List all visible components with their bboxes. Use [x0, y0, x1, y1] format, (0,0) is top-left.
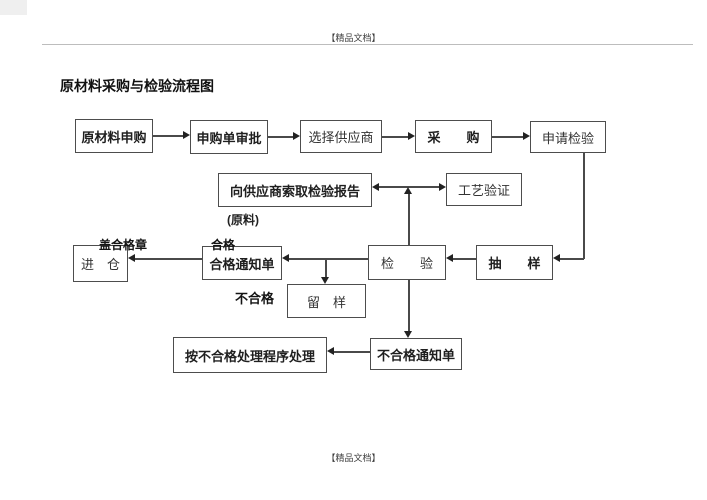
node-purchase-order-approval: 申购单审批: [190, 120, 268, 154]
arrowhead-left-icon: [128, 254, 135, 262]
label-fail: 不合格: [235, 291, 275, 306]
node-purchase: 采 购: [415, 120, 492, 153]
arrowhead-left-icon: [372, 183, 379, 191]
label-stamp-pass-seal: 盖合格章: [99, 238, 148, 252]
connector-line: [268, 136, 293, 138]
arrowhead-left-icon: [446, 254, 453, 262]
connector-line: [408, 194, 410, 246]
node-warehouse-in: 进 仓: [73, 245, 128, 282]
node-raw-material-request: 原材料申购: [75, 119, 153, 153]
label-raw-material-note: (原料): [227, 213, 259, 227]
arrowhead-down-icon: [321, 277, 329, 284]
node-sampling: 抽 样: [476, 245, 553, 280]
node-nonconforming-handling: 按不合格处理程序处理: [173, 337, 327, 373]
connector-line: [453, 258, 476, 260]
connector-line: [583, 153, 585, 259]
arrowhead-down-icon: [404, 331, 412, 338]
connector-line: [560, 258, 584, 260]
connector-line: [289, 258, 368, 260]
node-select-supplier: 选择供应商: [300, 120, 382, 153]
scan-corner-artifact: [0, 0, 27, 15]
arrowhead-right-icon: [183, 131, 190, 139]
node-pass-notice: 合格通知单: [202, 246, 282, 280]
node-request-inspection: 申请检验: [530, 121, 606, 153]
arrowhead-right-icon: [293, 132, 300, 140]
connector-line: [379, 186, 439, 188]
arrowhead-left-icon: [327, 347, 334, 355]
connector-line: [382, 136, 408, 138]
arrowhead-right-icon: [439, 183, 446, 191]
connector-line: [492, 136, 523, 138]
connector-line: [408, 280, 410, 331]
node-process-validation: 工艺验证: [446, 173, 522, 206]
connector-line: [135, 258, 202, 260]
page-title: 原材料采购与检验流程图: [60, 78, 214, 94]
footer-watermark: 【精品文档】: [326, 453, 381, 463]
connector-line: [153, 135, 183, 137]
node-retain-sample: 留 样: [287, 284, 366, 318]
node-obtain-supplier-report: 向供应商索取检验报告: [218, 173, 372, 207]
connector-line: [325, 258, 327, 277]
header-watermark: 【精品文档】: [326, 33, 381, 43]
node-nonconforming-notice: 不合格通知单: [370, 338, 462, 370]
connector-line: [334, 351, 370, 353]
arrowhead-left-icon: [282, 254, 289, 262]
label-pass: 合格: [211, 238, 236, 252]
arrowhead-right-icon: [408, 132, 415, 140]
arrowhead-right-icon: [523, 132, 530, 140]
node-inspection: 检 验: [368, 245, 446, 280]
arrowhead-left-icon: [553, 254, 560, 262]
header-rule: [42, 44, 693, 45]
arrowhead-up-icon: [404, 187, 412, 194]
